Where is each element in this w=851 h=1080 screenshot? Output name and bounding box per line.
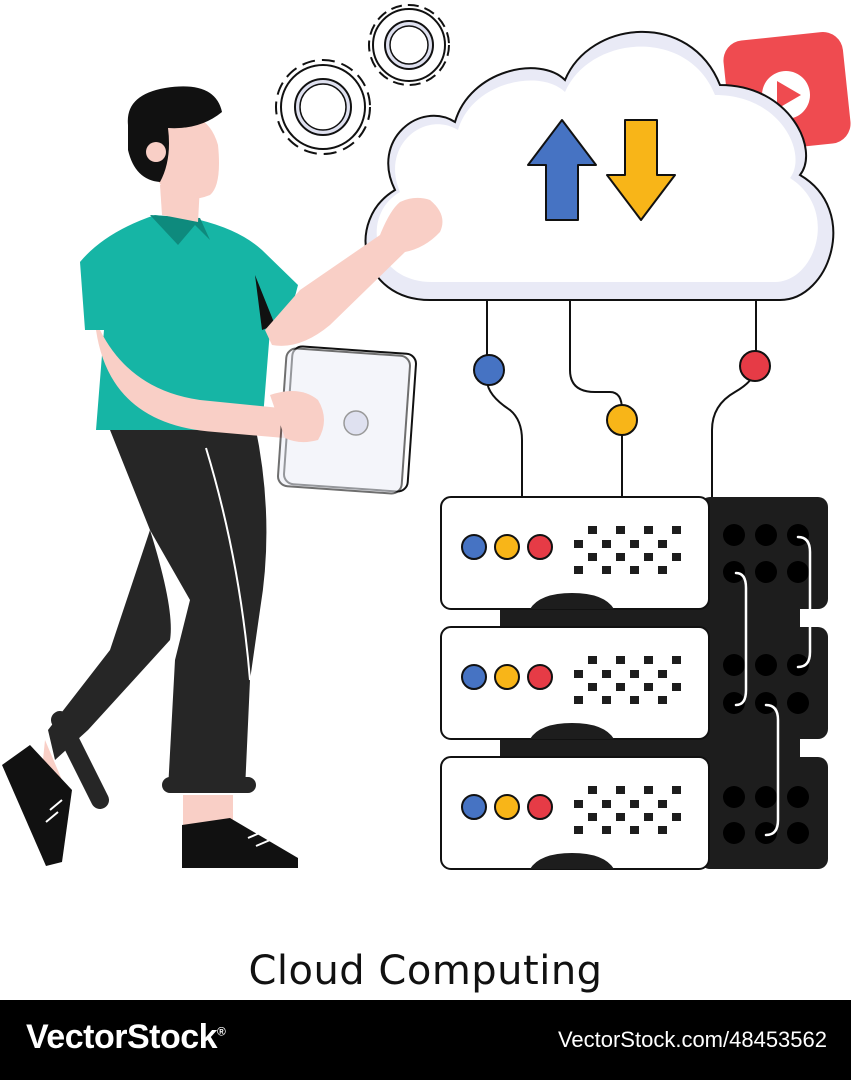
server-unit xyxy=(440,626,828,740)
network-node-red xyxy=(739,350,771,382)
upload-arrow-icon xyxy=(527,119,597,221)
person xyxy=(2,86,443,868)
cloud xyxy=(364,30,835,301)
cloud-computing-illustration xyxy=(2,4,851,870)
watermark-brand: VectorStock® xyxy=(26,1018,226,1057)
watermark-brand-name: VectorStock xyxy=(26,1018,218,1056)
gear-icon xyxy=(368,4,450,86)
left-shoe xyxy=(2,745,72,866)
watermark-stock-id: VectorStock.com/48453562 xyxy=(557,1027,827,1052)
gear-icon xyxy=(275,59,371,155)
server-unit xyxy=(440,756,828,870)
download-arrow-icon xyxy=(606,119,676,221)
network-wires xyxy=(486,300,757,497)
registered-mark: ® xyxy=(217,1024,226,1039)
tablet-icon xyxy=(277,345,417,495)
caption-title: Cloud Computing xyxy=(248,948,603,994)
server-unit xyxy=(440,496,828,610)
watermark-bar: VectorStock® VectorStock.com/48453562 xyxy=(0,1000,851,1080)
server-rack xyxy=(440,496,828,870)
network-node-blue xyxy=(473,354,505,386)
right-shoe xyxy=(182,818,298,868)
network-node-yellow xyxy=(606,404,638,436)
